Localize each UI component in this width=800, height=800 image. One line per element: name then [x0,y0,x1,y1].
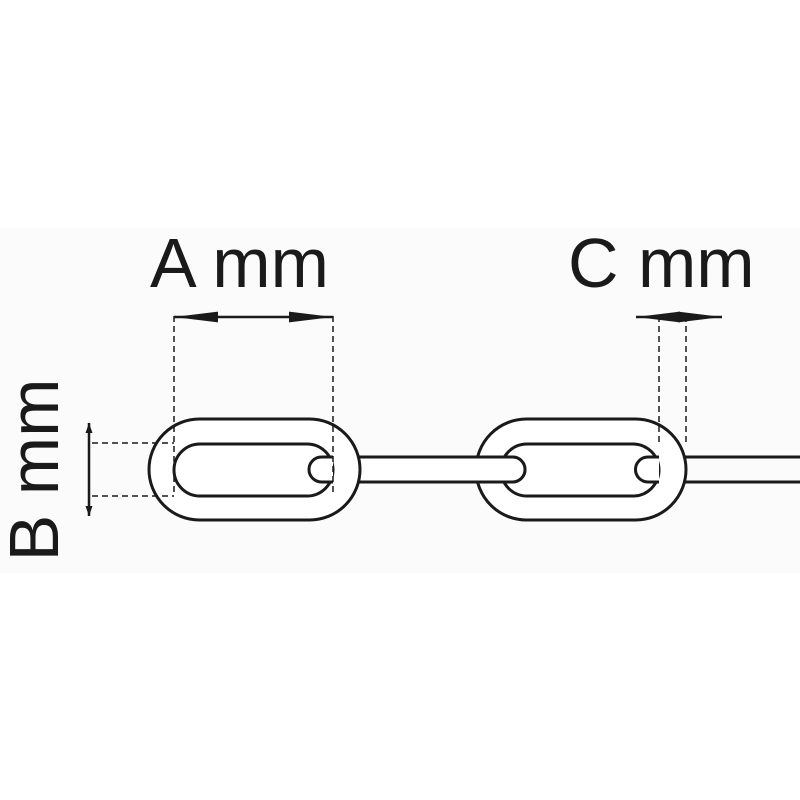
chain-link-standing-overlay [307,455,333,484]
dimension-a-extension-lines [173,316,334,496]
chain-link-right-overlay [634,455,659,484]
dimension-b-extension-lines [92,442,174,497]
dimension-a-label: A mm [150,224,329,302]
dimension-b-label: B mm [0,378,73,562]
dimension-c-label: C mm [568,224,755,302]
dimension-c-extension-lines [658,316,687,444]
background-band [0,228,800,573]
chain-link-standing-overlay-2 [501,455,527,484]
